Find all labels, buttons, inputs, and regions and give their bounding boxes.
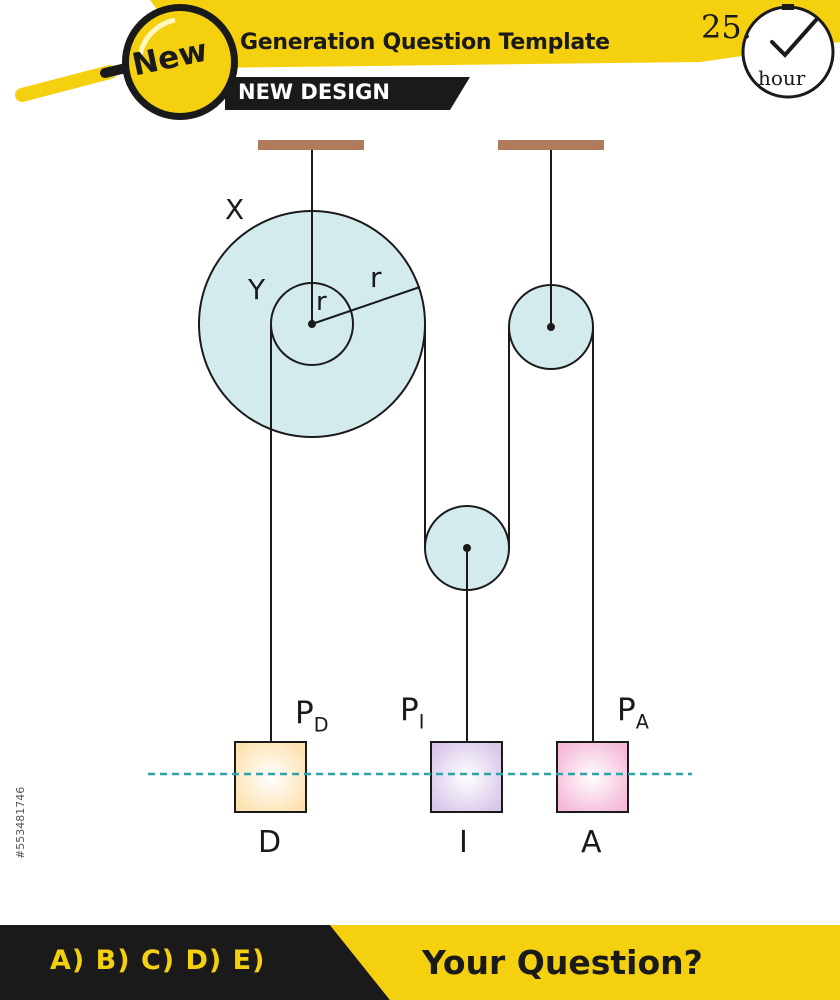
radius-line (311, 286, 421, 325)
label-y: Y (248, 273, 266, 306)
label-pi: PI (400, 692, 425, 734)
magnifier-handle (15, 65, 117, 102)
header-graphics (15, 0, 840, 120)
lens-highlight (137, 17, 176, 56)
mass-d (234, 741, 307, 813)
label-pd: PD (295, 695, 329, 737)
ceiling-right (498, 140, 604, 150)
label-d: D (258, 825, 282, 860)
ceiling-left (258, 140, 364, 150)
label-radius-outer: r (370, 261, 382, 294)
timer-value: 25. (701, 8, 752, 46)
question-prompt: Your Question? (422, 943, 703, 982)
header-subtitle: NEW DESIGN (238, 80, 390, 104)
timer-unit: hour (758, 66, 806, 90)
checkmark-icon (770, 18, 818, 58)
moving-pulley-center (463, 544, 471, 552)
footer-black-band (0, 925, 390, 1000)
label-radius-inner: r (316, 287, 327, 317)
header-title: Generation Question Template (240, 30, 610, 55)
fixed-pulley-center (547, 323, 555, 331)
label-x: X (225, 193, 245, 226)
label-pa: PA (617, 692, 649, 734)
label-a: A (581, 825, 602, 860)
answer-options: A) B) C) D) E) (50, 945, 266, 976)
mass-i (430, 741, 503, 813)
subtitle-bar (225, 77, 470, 110)
header: New Generation Question Template NEW DES… (0, 0, 840, 120)
side-id-text: #553481746 (14, 786, 27, 860)
footer-yellow-band (330, 925, 840, 1000)
footer-graphics (0, 925, 840, 1000)
header-yellow-ribbon (150, 0, 840, 68)
mass-a (556, 741, 629, 813)
pulley-diagram (148, 140, 692, 813)
label-i: I (459, 825, 468, 860)
magnifier-lens (129, 11, 231, 113)
timer-crown (782, 4, 794, 10)
wheel-center (308, 320, 316, 328)
